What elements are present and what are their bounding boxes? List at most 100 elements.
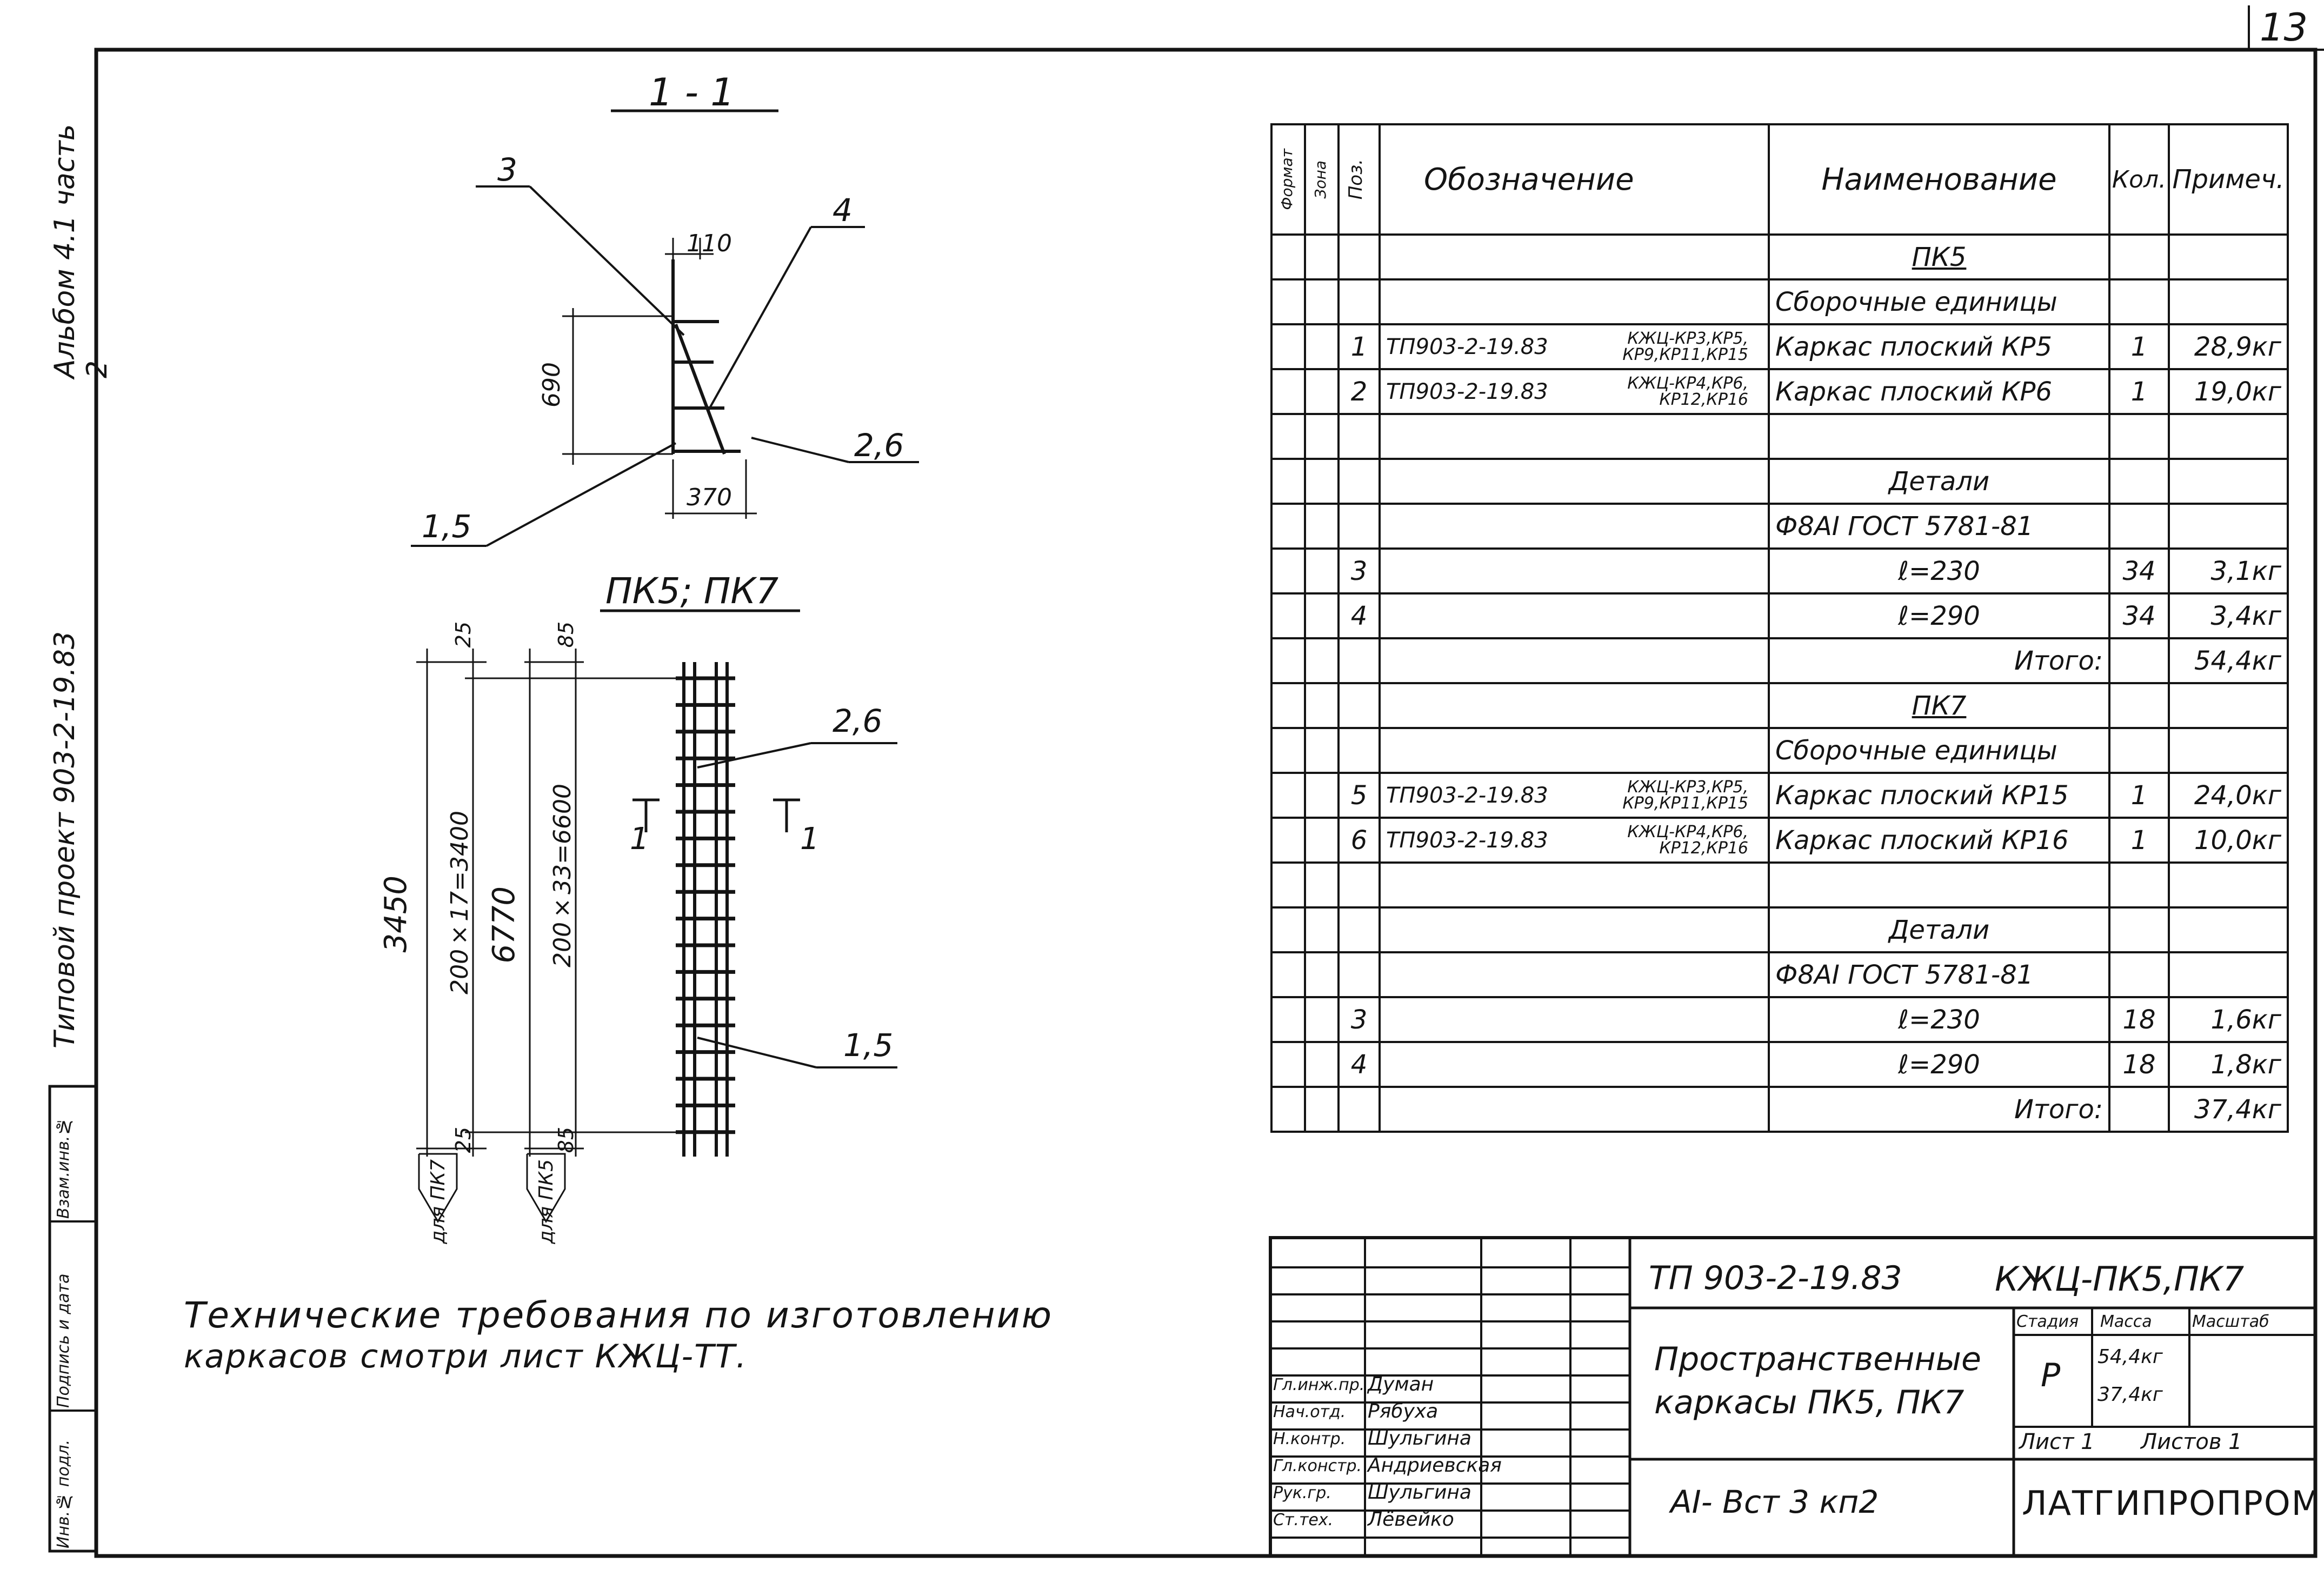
project-stamp: Типовой проект 903-2-19.83 bbox=[49, 631, 81, 1048]
zone-cell bbox=[1304, 278, 1340, 325]
format-cell bbox=[1270, 592, 1306, 639]
table-row: ПК5 bbox=[1270, 233, 2289, 280]
designation-code: ТП903-2-19.83 bbox=[1386, 335, 1548, 359]
qty-cell: 34 bbox=[2108, 547, 2170, 595]
designation-code: ТП903-2-19.83 bbox=[1386, 783, 1548, 808]
signature-role: Рук.гр. bbox=[1273, 1484, 1331, 1502]
designation-cell bbox=[1379, 1041, 1770, 1088]
podpis-stamp: Подпись и дата bbox=[54, 1273, 73, 1408]
note-cell bbox=[2168, 413, 2289, 460]
qty-cell: 34 bbox=[2108, 592, 2170, 639]
header-format: Формат bbox=[1270, 123, 1306, 236]
mass-value-2: 37,4кг bbox=[2097, 1384, 2163, 1406]
format-cell bbox=[1270, 278, 1306, 325]
pos-cell: 4 bbox=[1337, 592, 1381, 639]
table-row: ПК7 bbox=[1270, 682, 2289, 729]
pos-cell bbox=[1337, 413, 1381, 460]
signature-name: Лёвейко bbox=[1368, 1508, 1454, 1531]
specification-table: Формат Зона Поз. Обозначение Наименовани… bbox=[1270, 123, 2289, 1133]
qty-cell bbox=[2108, 1086, 2170, 1133]
designation-cell bbox=[1379, 996, 1770, 1043]
title-line1: Пространственные bbox=[1654, 1340, 1981, 1378]
vzam-stamp: Взам.инв.№ bbox=[54, 1117, 73, 1219]
title-line2: каркасы ПК5, ПК7 bbox=[1654, 1384, 1965, 1421]
pos-cell bbox=[1337, 861, 1381, 909]
mass-value-1: 54,4кг bbox=[2097, 1346, 2163, 1368]
designation-code: ТП903-2-19.83 bbox=[1386, 828, 1548, 853]
name-cell: ℓ=230 bbox=[1768, 996, 2110, 1043]
pos-cell bbox=[1337, 951, 1381, 998]
format-cell bbox=[1270, 996, 1306, 1043]
note-cell: 3,4кг bbox=[2168, 592, 2289, 639]
designation-cell bbox=[1379, 547, 1770, 595]
pos-cell: 4 bbox=[1337, 1041, 1381, 1088]
stage-label: Стадия bbox=[2016, 1312, 2079, 1331]
format-cell bbox=[1270, 1041, 1306, 1088]
note-right: для ПК5 bbox=[535, 1159, 557, 1244]
signature-role: Гл.инж.пр. bbox=[1273, 1375, 1365, 1394]
doc-code: ТП 903-2-19.83 bbox=[1649, 1259, 1902, 1297]
note-cell: 37,4кг bbox=[2168, 1086, 2289, 1133]
sheets-label: Листов 1 bbox=[2141, 1430, 2242, 1454]
format-cell bbox=[1270, 727, 1306, 774]
pos-cell bbox=[1337, 906, 1381, 953]
note-cell bbox=[2168, 861, 2289, 909]
table-row: Ф8АI ГОСТ 5781-81 bbox=[1270, 503, 2289, 550]
callout-3: 3 bbox=[497, 151, 517, 188]
zone-cell bbox=[1304, 1041, 1340, 1088]
qty-cell: 1 bbox=[2108, 368, 2170, 415]
sheet-code: КЖЦ-ПК5,ПК7 bbox=[1995, 1259, 2245, 1299]
qty-cell bbox=[2108, 861, 2170, 909]
qty-cell bbox=[2108, 503, 2170, 550]
designation-cell bbox=[1379, 682, 1770, 729]
format-cell bbox=[1270, 323, 1306, 370]
designation-cell bbox=[1379, 233, 1770, 280]
pos-cell bbox=[1337, 727, 1381, 774]
qty-cell bbox=[2108, 278, 2170, 325]
name-cell: Детали bbox=[1768, 458, 2110, 505]
dim-left-pitch: 200×17=3400 bbox=[446, 811, 474, 994]
elevation-title: ПК5; ПК7 bbox=[605, 570, 779, 612]
signature-name: Андриевская bbox=[1368, 1454, 1502, 1477]
name-cell bbox=[1768, 413, 2110, 460]
note-cell bbox=[2168, 278, 2289, 325]
section-mark-left: 1 bbox=[630, 821, 649, 857]
elev-callout-1-5: 1,5 bbox=[843, 1027, 894, 1064]
format-cell bbox=[1270, 458, 1306, 505]
zone-cell bbox=[1304, 817, 1340, 864]
designation-cell bbox=[1379, 592, 1770, 639]
header-zone: Зона bbox=[1304, 123, 1340, 236]
name-cell: ℓ=230 bbox=[1768, 547, 2110, 595]
header-pos: Поз. bbox=[1337, 123, 1381, 236]
technical-note-line2: каркасов смотри лист КЖЦ-ТТ. bbox=[184, 1338, 748, 1375]
pos-cell: 5 bbox=[1337, 772, 1381, 819]
format-cell bbox=[1270, 817, 1306, 864]
note-cell: 19,0кг bbox=[2168, 368, 2289, 415]
callout-1-5: 1,5 bbox=[422, 508, 472, 545]
dim-690: 690 bbox=[538, 362, 565, 408]
note-cell: 10,0кг bbox=[2168, 817, 2289, 864]
name-cell bbox=[1768, 861, 2110, 909]
zone-cell bbox=[1304, 233, 1340, 280]
dim-left-top: 25 bbox=[451, 622, 475, 648]
dim-right-overall: 6770 bbox=[487, 886, 522, 964]
pos-cell bbox=[1337, 637, 1381, 684]
material: АI- Вст 3 кп2 bbox=[1670, 1484, 1879, 1520]
technical-note-line1: Технические требования по изготовлению bbox=[184, 1294, 1054, 1336]
dim-left-overall: 3450 bbox=[378, 876, 414, 953]
callout-2-6: 2,6 bbox=[854, 427, 904, 464]
table-row: Итого:37,4кг bbox=[1270, 1086, 2289, 1133]
table-row: Сборочные единицы bbox=[1270, 278, 2289, 325]
dim-110: 110 bbox=[687, 230, 732, 257]
zone-cell bbox=[1304, 996, 1340, 1043]
header-note: Примеч. bbox=[2168, 123, 2289, 236]
sheet-frame bbox=[94, 48, 2318, 1558]
zone-cell bbox=[1304, 547, 1340, 595]
zone-cell bbox=[1304, 861, 1340, 909]
